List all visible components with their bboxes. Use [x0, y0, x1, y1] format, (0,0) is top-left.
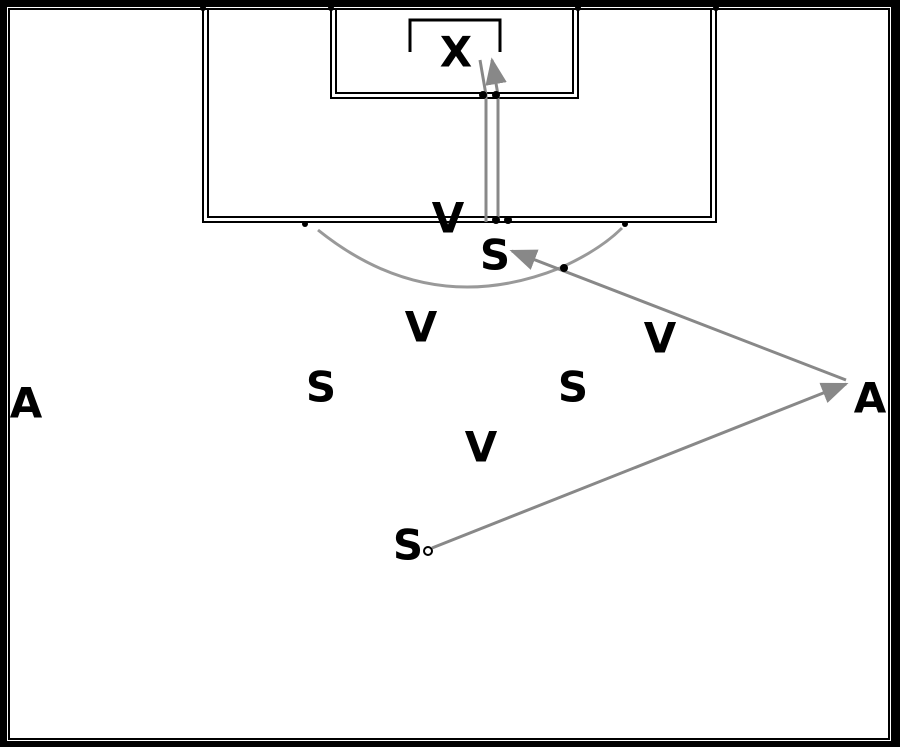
pass-arrow-to-wide: [431, 382, 849, 550]
field-boundary: [8, 8, 890, 740]
penalty-arc: [317, 226, 624, 289]
line-markers: [200, 5, 719, 227]
defender: V: [405, 303, 438, 352]
attacker: S: [480, 231, 510, 280]
wide-player: A: [854, 374, 887, 423]
ball-icon: [423, 546, 433, 556]
goal: [408, 18, 502, 52]
goal-area: [330, 8, 579, 99]
goalkeeper: X: [440, 28, 472, 77]
attacker: S: [306, 363, 336, 412]
defender: V: [432, 194, 465, 243]
penalty-area: [202, 8, 717, 223]
defender: V: [644, 314, 677, 363]
wide-player: A: [10, 379, 43, 428]
attacker: S: [393, 521, 423, 570]
attacker: S: [558, 363, 588, 412]
cross-arrow: [509, 249, 847, 382]
defender: V: [465, 423, 498, 472]
